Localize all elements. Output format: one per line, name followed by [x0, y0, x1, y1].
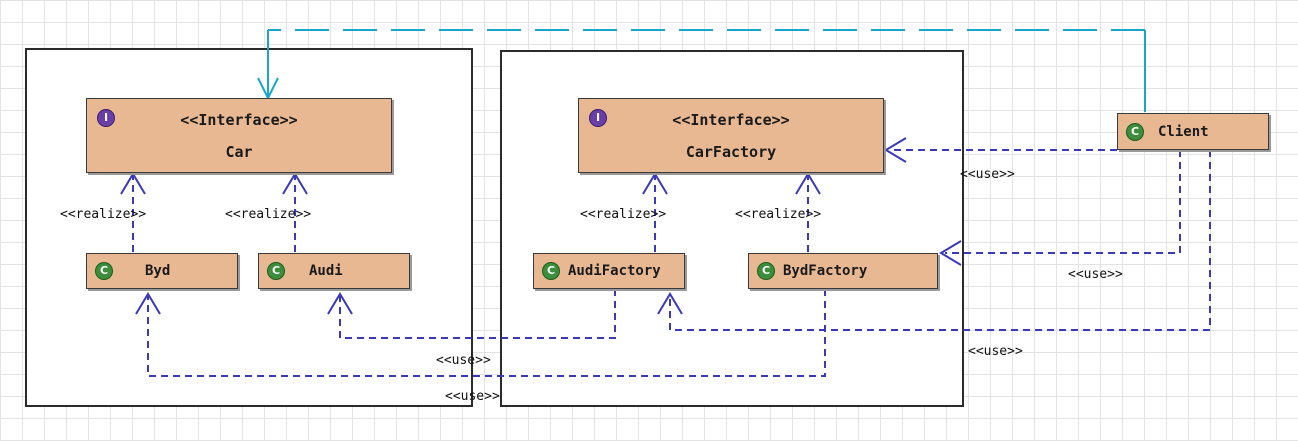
arrowhead-audi [327, 292, 353, 315]
car-stereotype: <<Interface>> [180, 111, 298, 129]
realize-label-byd: <<realize>> [60, 207, 147, 222]
audi-class[interactable]: C Audi [258, 253, 410, 289]
class-icon: C [757, 262, 775, 280]
use-label-audifactory-audi: <<use>> [436, 353, 491, 368]
arrowhead-car-audi [282, 172, 308, 195]
class-icon: C [542, 262, 560, 280]
arrowhead-bydfactory-client [939, 240, 962, 266]
use-line-client-bydfactory [945, 150, 1181, 254]
class-icon: C [1126, 122, 1144, 141]
realize-label-bydfactory: <<realize>> [735, 207, 822, 222]
use-line-audifactory-audi [339, 289, 616, 339]
interface-icon: I [97, 109, 115, 127]
car-interface[interactable]: I <<Interface>> Car [86, 98, 392, 173]
byd-name: Byd [145, 263, 171, 279]
arrowhead-carfactory-audifactory [642, 172, 668, 195]
bydfactory-class[interactable]: C BydFactory [748, 253, 938, 289]
use-line-client-audifactory [669, 150, 1211, 331]
carfactory-interface[interactable]: I <<Interface>> CarFactory [578, 98, 884, 173]
arrowhead-car-byd [120, 172, 146, 195]
audifactory-class[interactable]: C AudiFactory [533, 253, 685, 289]
carfactory-stereotype: <<Interface>> [672, 111, 790, 129]
use-label-client-carfactory: <<use>> [960, 167, 1015, 182]
client-class[interactable]: C Client [1117, 113, 1269, 150]
realize-label-audifactory: <<realize>> [580, 207, 667, 222]
audifactory-name: AudiFactory [568, 263, 661, 279]
arrowhead-carfactory-bydfactory [795, 172, 821, 195]
bydfactory-name: BydFactory [783, 263, 868, 279]
use-line-bydfactory-byd [147, 289, 826, 377]
arrowhead-byd [135, 292, 161, 315]
byd-class[interactable]: C Byd [86, 253, 238, 289]
carfactory-name: CarFactory [685, 143, 777, 161]
use-label-client-audifactory: <<use>> [968, 344, 1023, 359]
arrowhead-audifactory-client [657, 292, 683, 315]
client-name: Client [1158, 123, 1209, 140]
use-label-bydfactory-byd: <<use>> [445, 389, 500, 404]
audi-name: Audi [309, 263, 343, 279]
use-label-client-bydfactory: <<use>> [1068, 267, 1123, 282]
class-icon: C [95, 262, 113, 280]
car-name: Car [225, 143, 253, 161]
realize-label-audi: <<realize>> [225, 207, 312, 222]
class-icon: C [267, 262, 285, 280]
arrowhead-carfactory-client [884, 137, 907, 163]
interface-icon: I [589, 109, 607, 127]
